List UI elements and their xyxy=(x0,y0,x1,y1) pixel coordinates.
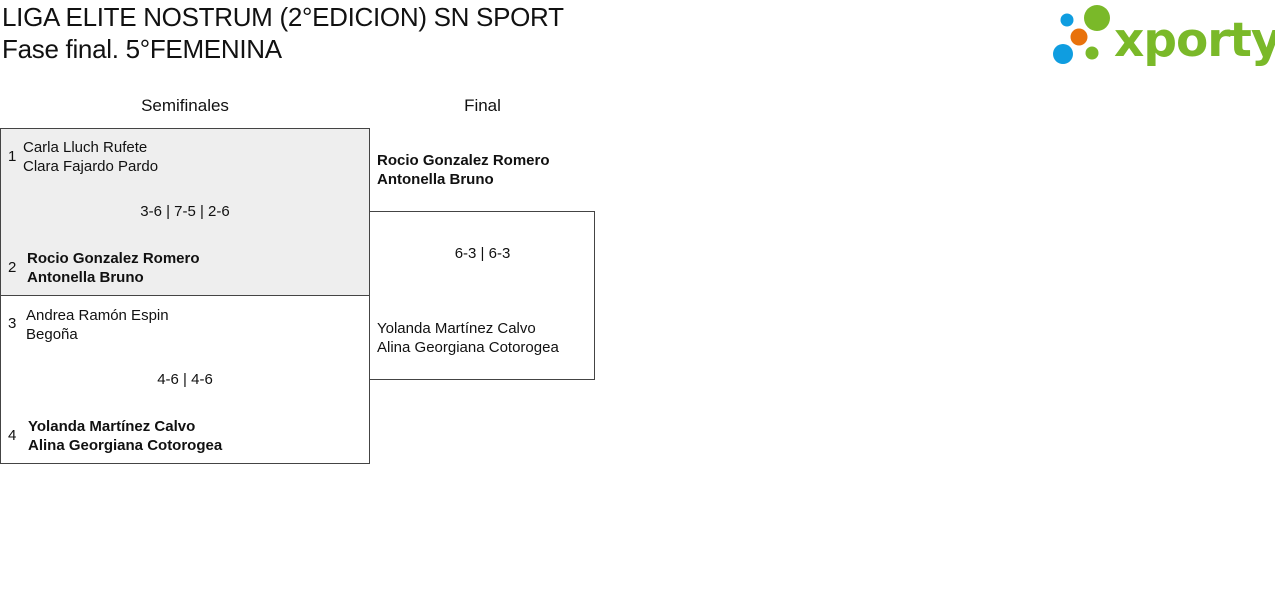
round-header-final: Final xyxy=(464,96,501,115)
page-subtitle: Fase final. 5°FEMENINA xyxy=(2,34,282,64)
final-match[interactable] xyxy=(369,211,595,380)
seed-number: 2 xyxy=(8,259,17,276)
page-title: LIGA ELITE NOSTRUM (2°EDICION) SN SPORT xyxy=(2,2,564,32)
seed-number: 3 xyxy=(8,315,17,332)
logo-dots-icon: xporty xyxy=(1053,5,1280,68)
xporty-logo: xporty xyxy=(1050,4,1280,68)
semifinal-match-1[interactable] xyxy=(0,128,370,296)
seed-number: 4 xyxy=(8,427,17,444)
final-score: 6-3 | 6-3 xyxy=(454,245,511,262)
svg-text:xporty: xporty xyxy=(1114,13,1275,66)
match-score: 3-6 | 7-5 | 2-6 xyxy=(140,203,230,220)
seed-number: 1 xyxy=(8,148,17,165)
match-score: 4-6 | 4-6 xyxy=(157,371,213,388)
round-header-semifinales: Semifinales xyxy=(141,96,229,115)
